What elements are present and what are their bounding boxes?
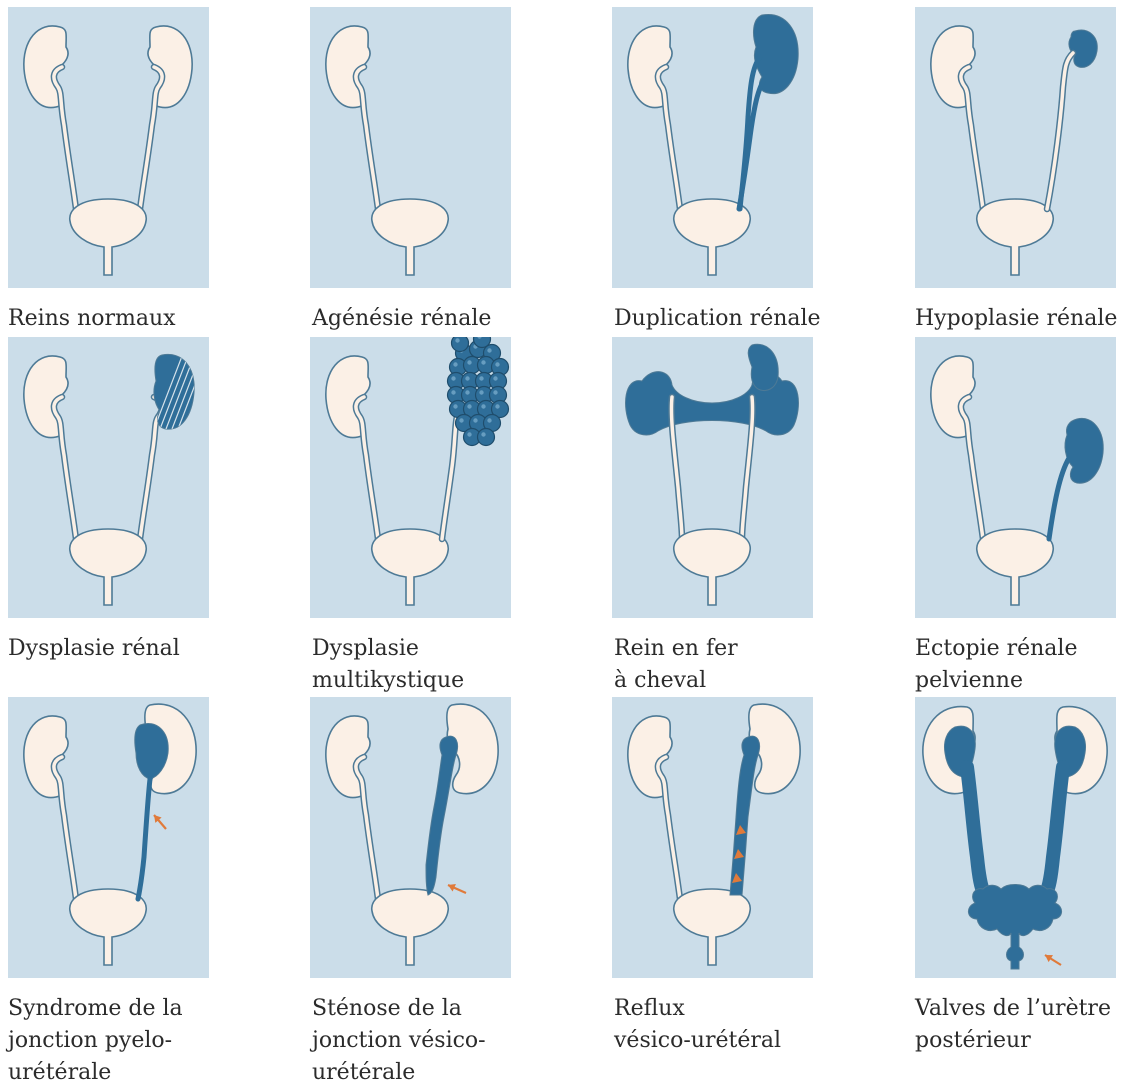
left-ureter xyxy=(356,67,378,209)
left-ureter xyxy=(961,67,983,209)
caption-normal: Reins normaux xyxy=(8,303,176,335)
illustration-posterior-valves xyxy=(915,697,1116,978)
right-ureter xyxy=(1047,53,1073,209)
caption-line: jonction vésico- xyxy=(312,1025,486,1057)
left-ureter xyxy=(54,67,76,209)
left-ureter xyxy=(961,397,983,539)
dilated-pelvis xyxy=(135,723,168,899)
illustration-duplication xyxy=(612,7,813,288)
caption-line: Duplication rénale xyxy=(614,303,821,335)
illustration-dysplasia xyxy=(8,337,209,618)
caption-line: Reins normaux xyxy=(8,303,176,335)
illustration-normal xyxy=(8,7,209,288)
left-ureter xyxy=(658,757,680,899)
caption-line: à cheval xyxy=(614,665,738,697)
normal-kidneys-svg xyxy=(8,7,209,288)
bladder xyxy=(977,529,1053,605)
caption-line: Rein en fer xyxy=(614,633,738,665)
left-ureter xyxy=(54,397,76,539)
illustration-vu-reflux xyxy=(612,697,813,978)
illustration-multicystic xyxy=(310,337,511,618)
illustration-horseshoe xyxy=(612,337,813,618)
caption-line: Hypoplasie rénale xyxy=(915,303,1117,335)
arrow-icon xyxy=(1045,955,1061,965)
bladder xyxy=(372,199,448,275)
duplicated-kidney xyxy=(739,14,798,209)
caption-duplication: Duplication rénale xyxy=(614,303,821,335)
bladder xyxy=(372,889,448,965)
caption-line: urétérale xyxy=(8,1057,183,1089)
caption-line: Reflux xyxy=(614,993,781,1025)
pelvic-ectopia-svg xyxy=(915,337,1116,618)
horseshoe-kidney xyxy=(626,344,799,435)
refluxing-ureter xyxy=(730,736,760,895)
bladder xyxy=(70,199,146,275)
hydronephrosis-left xyxy=(944,726,985,895)
bladder xyxy=(372,529,448,605)
caption-line: Dysplasie xyxy=(312,633,464,665)
caption-line: Syndrome de la xyxy=(8,993,183,1025)
caption-hypoplasia: Hypoplasie rénale xyxy=(915,303,1117,335)
illustration-hypoplasia xyxy=(915,7,1116,288)
left-ureter xyxy=(658,67,680,209)
caption-agenesis: Agénésie rénale xyxy=(312,303,491,335)
caption-line: urétérale xyxy=(312,1057,486,1089)
hydronephrosis-right xyxy=(1045,726,1086,895)
uvj-stenosis-svg xyxy=(310,697,511,978)
arrow-icon xyxy=(154,815,166,829)
illustration-upj-syndrome xyxy=(8,697,209,978)
multicystic-svg xyxy=(310,337,511,618)
caption-line: pelvienne xyxy=(915,665,1077,697)
illustration-pelvic-ectopia xyxy=(915,337,1116,618)
dilated-ureter xyxy=(426,736,458,895)
horseshoe-svg xyxy=(612,337,813,618)
right-ureter xyxy=(140,67,162,209)
caption-line: Ectopie rénale xyxy=(915,633,1077,665)
left-ureter xyxy=(356,757,378,899)
posterior-valves-svg xyxy=(915,697,1116,978)
caption-line: Sténose de la xyxy=(312,993,486,1025)
caption-line: multikystique xyxy=(312,665,464,697)
left-ureter xyxy=(356,397,378,539)
caption-line: Valves de l’urètre xyxy=(915,993,1111,1025)
upj-syndrome-svg xyxy=(8,697,209,978)
ectopic-kidney xyxy=(1049,418,1103,539)
caption-line: vésico-urétéral xyxy=(614,1025,781,1057)
agenesis-svg xyxy=(310,7,511,288)
duplication-svg xyxy=(612,7,813,288)
bladder xyxy=(70,529,146,605)
dysplastic-kidney xyxy=(154,351,209,429)
small-kidney xyxy=(1069,30,1097,67)
arrow-icon xyxy=(448,884,466,893)
caption-line: Dysplasie rénal xyxy=(8,633,180,665)
bladder xyxy=(674,889,750,965)
caption-line: postérieur xyxy=(915,1025,1111,1057)
caption-dysplasia: Dysplasie rénal xyxy=(8,633,180,665)
left-ureter xyxy=(54,757,76,899)
illustration-agenesis xyxy=(310,7,511,288)
caption-line: Agénésie rénale xyxy=(312,303,491,335)
vu-reflux-svg xyxy=(612,697,813,978)
bladder xyxy=(977,199,1053,275)
bladder xyxy=(674,529,750,605)
caption-line: jonction pyelo- xyxy=(8,1025,183,1057)
illustration-uvj-stenosis xyxy=(310,697,511,978)
hypoplasia-svg xyxy=(915,7,1116,288)
dysplasia-svg xyxy=(8,337,209,618)
bladder xyxy=(70,889,146,965)
